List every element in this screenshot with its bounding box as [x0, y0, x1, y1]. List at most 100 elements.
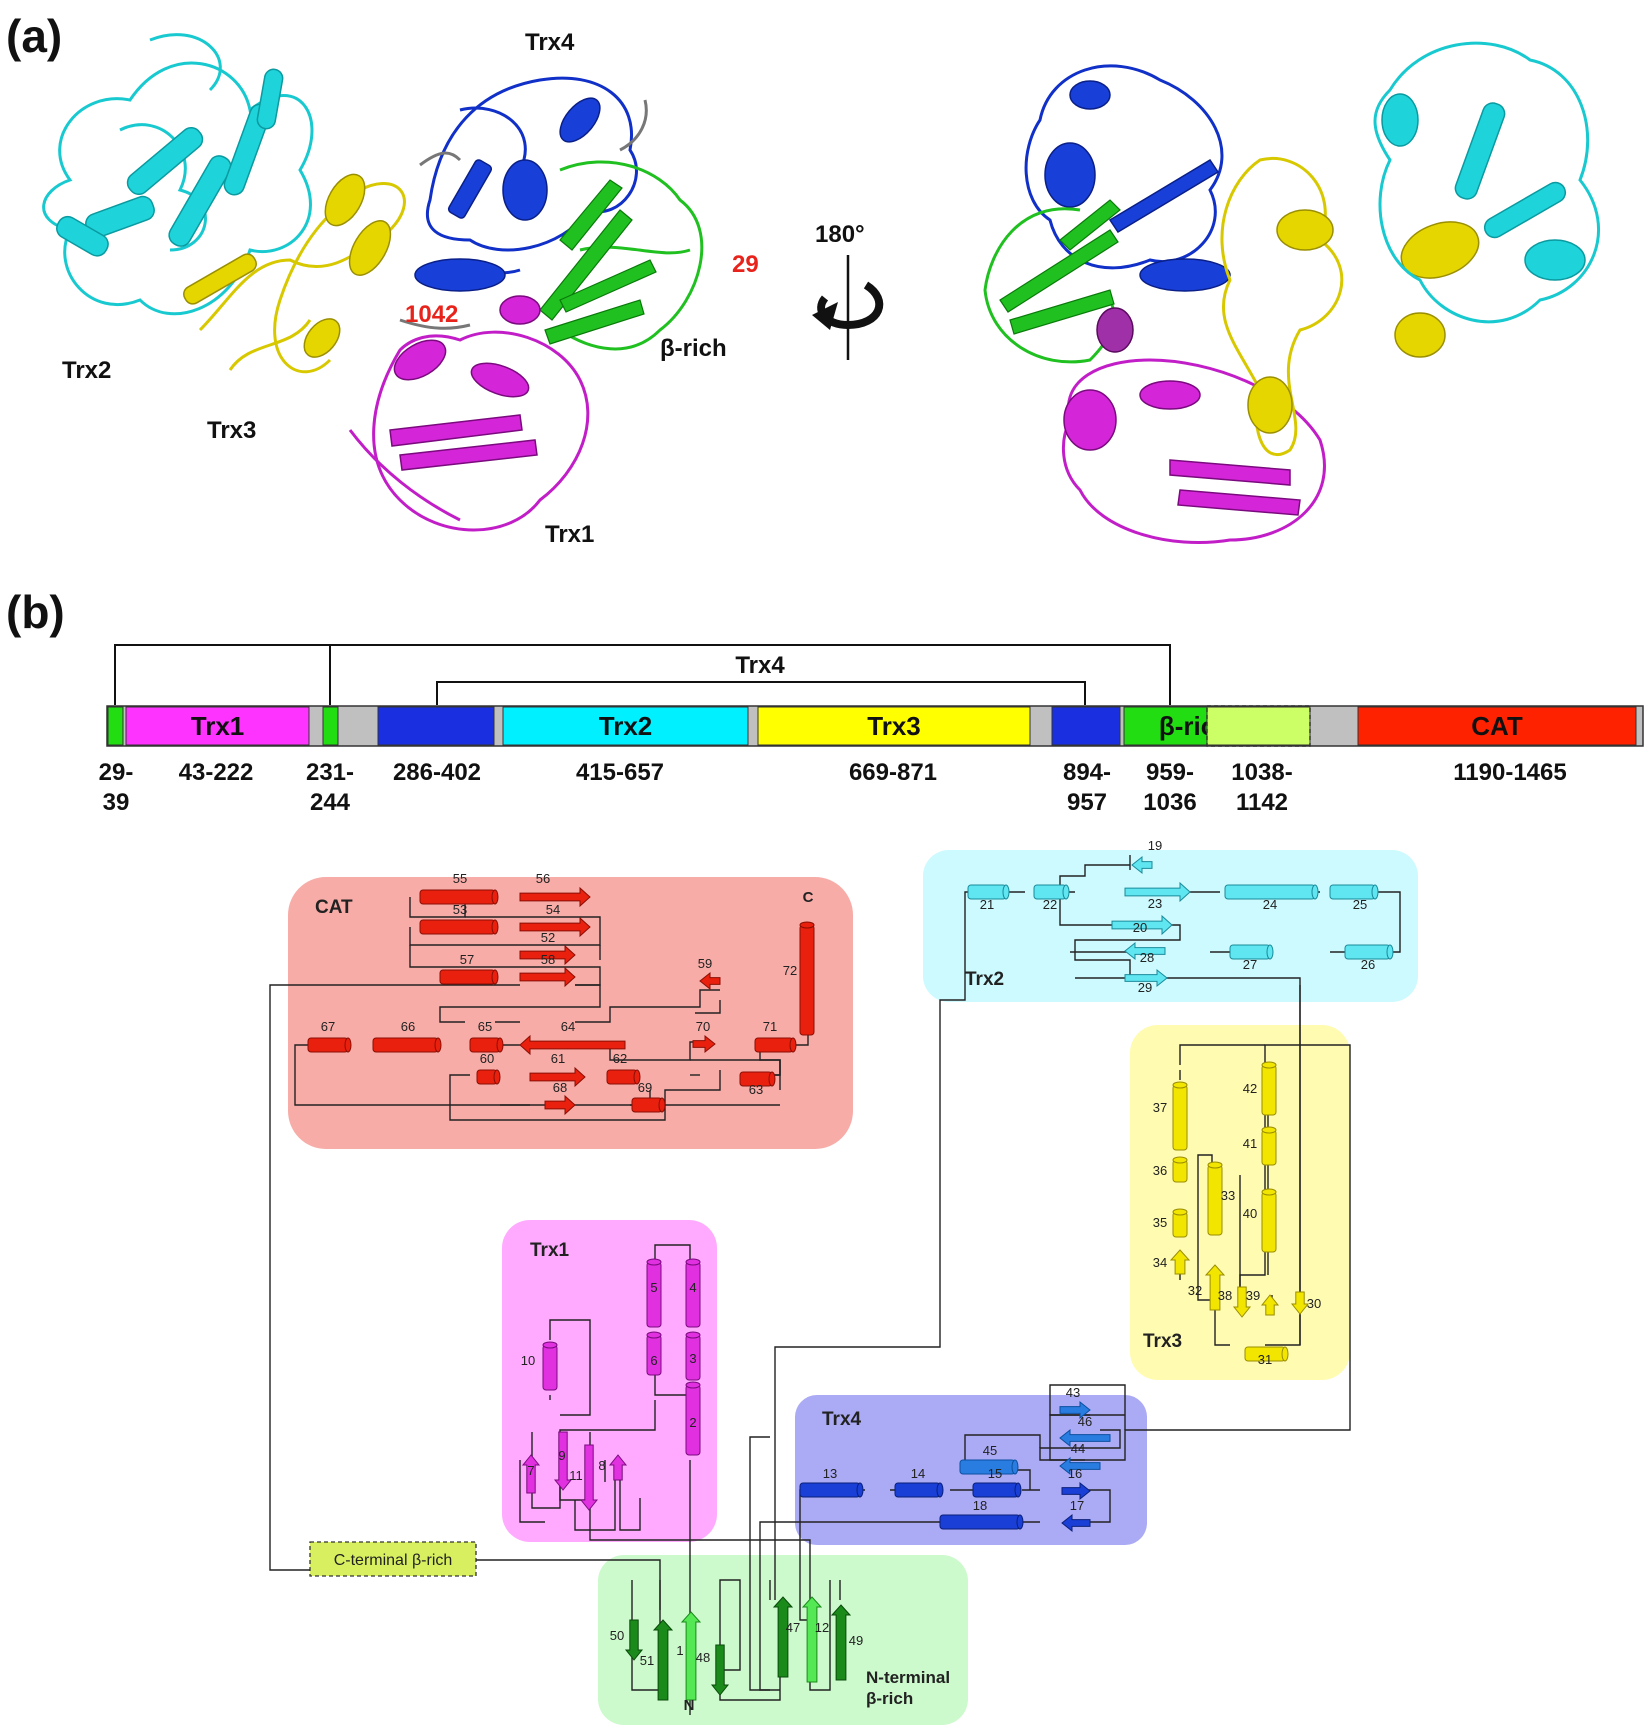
domain-segment	[107, 706, 124, 746]
beta-rich-strands	[539, 179, 657, 345]
sse-label: 17	[1070, 1498, 1084, 1513]
sse-strand-12: 12	[801, 1596, 829, 1683]
sse-strand-56: 56	[519, 871, 591, 908]
sse-label: 43	[1066, 1385, 1080, 1400]
n-terminus-label: N	[684, 1697, 695, 1714]
sse-label: 24	[1263, 897, 1277, 912]
sse-strand-19: 19	[1131, 838, 1162, 875]
protein-structure-left	[42, 33, 704, 532]
sse-label: 60	[480, 1051, 494, 1066]
sse-strand-17: 17	[1061, 1498, 1091, 1533]
sse-label: 27	[1243, 957, 1257, 972]
sse-label: 36	[1153, 1163, 1167, 1178]
sse-label: 39	[1246, 1288, 1260, 1303]
sse-label: 62	[613, 1051, 627, 1066]
sse-helix-3: 3	[685, 1331, 701, 1381]
sse-label: 29	[1138, 980, 1152, 995]
cterm-beta-rich-label: C-terminal β-rich	[334, 1552, 453, 1569]
sse-label: 22	[1043, 897, 1057, 912]
sse-label: 51	[640, 1653, 654, 1668]
domain-bracket	[114, 644, 1171, 705]
sse-helix-5: 5	[646, 1258, 662, 1328]
label-trx2-structure: Trx2	[62, 357, 111, 384]
sse-label: 55	[453, 871, 467, 886]
residue-marker-end: 1042	[405, 301, 458, 328]
sse-label: 18	[973, 1498, 987, 1513]
sse-strand-20: 20	[1111, 914, 1173, 936]
sse-helix-18: 18	[939, 1498, 1024, 1530]
sse-strand-68: 68	[544, 1080, 576, 1116]
sse-label: 13	[823, 1466, 837, 1481]
trx4-helices	[414, 97, 601, 292]
sse-helix-66: 66	[372, 1019, 442, 1053]
sse-strand-43: 43	[1059, 1385, 1091, 1420]
sse-label: 5	[650, 1280, 657, 1295]
residue-marker-start: 29	[732, 251, 759, 278]
sse-label: 31	[1258, 1352, 1272, 1367]
domain-segment-label: CAT	[1471, 711, 1523, 741]
domain-range-start: 669-871	[849, 759, 937, 786]
trx3-domain-cartoon	[198, 182, 406, 374]
central-helix-rotated	[1096, 307, 1134, 353]
domain-range-start: 29-	[99, 759, 134, 786]
domain-range-end: 39	[103, 789, 130, 816]
sse-label: 53	[453, 902, 467, 917]
sse-label: 57	[460, 952, 474, 967]
domain-segment	[757, 706, 1031, 746]
sse-strand-47: 47	[772, 1596, 800, 1678]
sse-label: 61	[551, 1051, 565, 1066]
sse-label: 6	[650, 1353, 657, 1368]
domain-range-start: 1190-1465	[1453, 759, 1566, 786]
sse-strand-11: 11	[569, 1444, 599, 1511]
sse-label: 19	[1148, 838, 1162, 853]
beta-rich-strands-rotated	[999, 199, 1121, 335]
domain-range-start: 231-	[306, 759, 354, 786]
sse-label: 38	[1218, 1288, 1232, 1303]
panel-b-label: (b)	[6, 586, 65, 638]
topology-title-nterm-2: β-rich	[866, 1689, 913, 1708]
sse-helix-4: 4	[685, 1258, 701, 1328]
sse-helix-57: 57	[439, 952, 499, 985]
sse-label: 9	[558, 1448, 565, 1463]
sse-helix-25: 25	[1329, 884, 1379, 912]
sse-strand-54: 54	[519, 902, 591, 938]
sse-label: 72	[783, 963, 797, 978]
sse-label: 65	[478, 1019, 492, 1034]
sse-label: 69	[638, 1080, 652, 1095]
domain-segment	[502, 706, 749, 746]
sse-label: 42	[1243, 1081, 1257, 1096]
sse-strand-50: 50	[610, 1619, 644, 1661]
domain-segment	[1123, 706, 1208, 746]
sse-label: 23	[1148, 896, 1162, 911]
sse-helix-37: 37	[1153, 1081, 1188, 1151]
sse-strand-16: 16	[1061, 1466, 1091, 1501]
sse-label: 34	[1153, 1255, 1167, 1270]
rotation-arrowhead-icon	[812, 302, 838, 330]
sse-label: 35	[1153, 1215, 1167, 1230]
sse-label: 1	[676, 1643, 683, 1658]
sse-helix-45: 45	[959, 1443, 1019, 1475]
sse-label: 32	[1188, 1283, 1202, 1298]
sse-helix-40: 40	[1243, 1188, 1277, 1253]
sse-label: 46	[1078, 1414, 1092, 1429]
sse-strand-30: 30	[1290, 1291, 1321, 1315]
trx2-helices-rotated	[1381, 93, 1586, 281]
panel-a-label: (a)	[6, 10, 62, 62]
sse-helix-63: 63	[739, 1071, 776, 1097]
sse-label: 64	[561, 1019, 575, 1034]
sse-label: 2	[689, 1415, 696, 1430]
sse-strand-8: 8	[598, 1454, 628, 1481]
label-trx1-structure: Trx1	[545, 521, 594, 548]
sse-label: 3	[689, 1351, 696, 1366]
sse-label: 66	[401, 1019, 415, 1034]
trx1-region-box	[502, 1220, 717, 1542]
domain-segment	[1206, 706, 1311, 746]
sse-helix-33: 33	[1207, 1161, 1235, 1236]
sse-label: 21	[980, 897, 994, 912]
sse-helix-10: 10	[521, 1341, 558, 1391]
trx1-helices	[389, 295, 541, 471]
sse-strand-61: 61	[529, 1051, 586, 1088]
